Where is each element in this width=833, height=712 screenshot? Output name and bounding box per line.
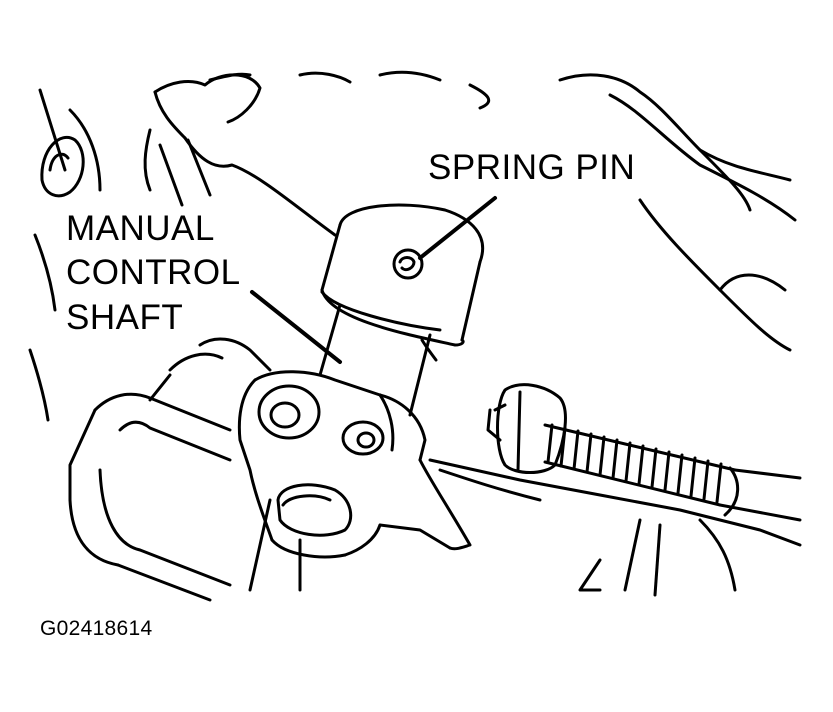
lower-housing	[68, 337, 802, 602]
manual-control-shaft-label-line3: SHAFT	[66, 298, 184, 337]
threaded-rod	[486, 383, 802, 522]
spring-pin-label: SPRING PIN	[428, 148, 636, 187]
control-shaft	[318, 303, 438, 417]
spring-pin-hole	[392, 248, 424, 280]
manual-control-shaft-label-line1: MANUAL	[66, 209, 215, 248]
spring-pin-leader	[418, 196, 497, 260]
leader-lines	[250, 196, 497, 364]
shaft-leader	[250, 290, 342, 364]
manual-control-shaft-label-line2: CONTROL	[66, 253, 241, 292]
manual-lever	[237, 370, 472, 559]
transmission-case-outline	[28, 70, 797, 422]
figure-code: G02418614	[40, 617, 153, 640]
